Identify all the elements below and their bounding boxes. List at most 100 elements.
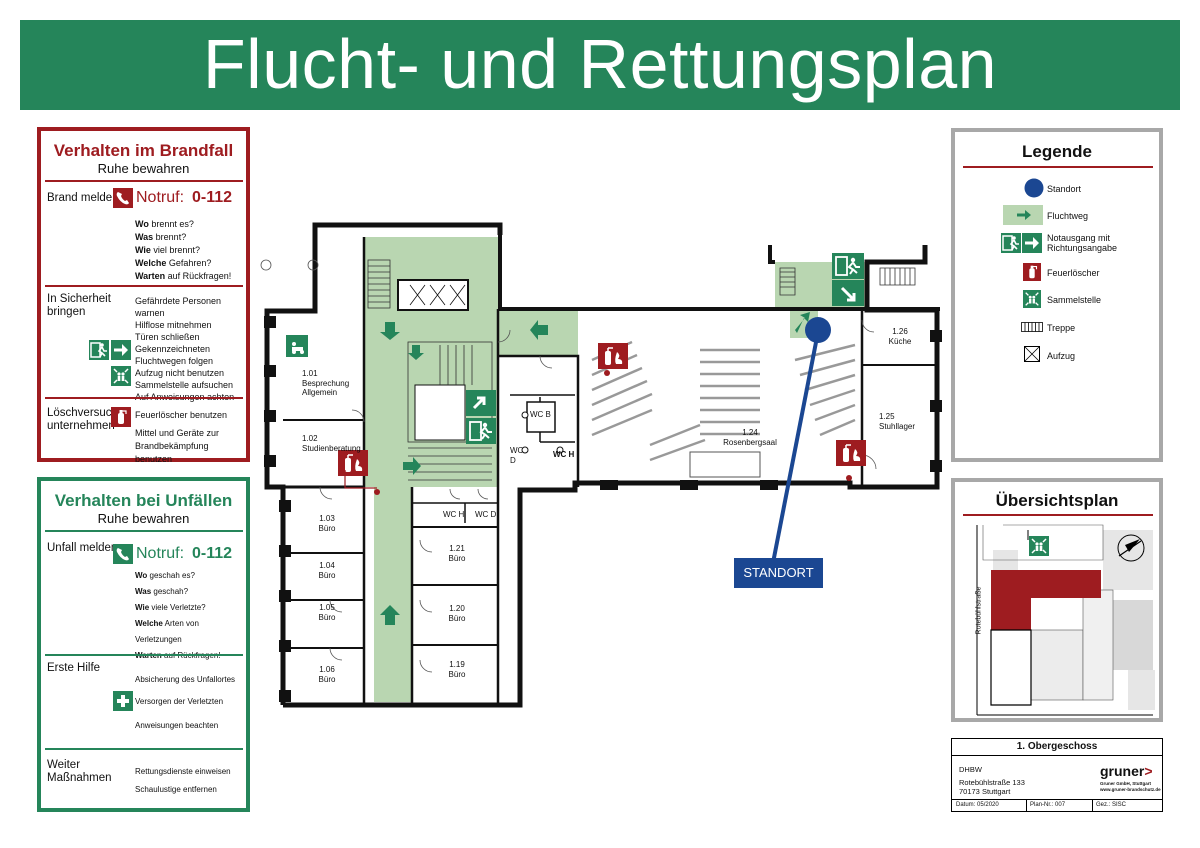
divider <box>963 166 1153 168</box>
further-items: Rettungsdienste einweisen Schaulustige e… <box>135 767 231 794</box>
arrow-down-icon <box>408 345 424 360</box>
divider <box>1092 799 1093 811</box>
brand-logo: gruner> <box>1100 763 1153 779</box>
standort-icon <box>1024 178 1044 198</box>
divider <box>45 748 243 750</box>
question-5: Warten auf Rückfragen! <box>135 271 232 281</box>
wc-label: WC D <box>475 510 497 519</box>
divider <box>1026 799 1027 811</box>
extinguisher-icon <box>836 440 866 466</box>
question-1: Wo brennt es? <box>135 219 194 229</box>
legend-label: Notausgang mit Richtungsangabe <box>1047 233 1118 253</box>
wc-label: WC B <box>530 410 551 419</box>
treppe-icon <box>1021 322 1043 332</box>
extinguish-label: Löschversuch unternehmen <box>47 407 118 432</box>
page-title: Flucht- und Rettungsplan <box>20 20 1180 110</box>
notruf-label: Notruf: <box>136 545 185 562</box>
first-aid-icon <box>113 691 133 711</box>
arrow-right-icon <box>403 457 421 475</box>
further-label: Weiter Maßnahmen <box>47 759 112 784</box>
exit-arrow-diag-icon <box>832 280 864 306</box>
assembly-point-icon <box>286 335 308 357</box>
drawn-field: Gez.: SISC <box>1096 802 1127 808</box>
overview-map <box>963 520 1155 716</box>
title-block: 1. Obergeschoss DHBW Rotebühlstraße 133 … <box>951 738 1163 812</box>
fire-panel-title: Verhalten im Brandfall <box>53 141 234 160</box>
wc-label: WC H <box>443 510 465 519</box>
legend-label: Feuerlöscher <box>1047 268 1100 278</box>
notausgang-icon <box>1001 233 1021 253</box>
plan-signs <box>286 253 866 495</box>
legend-title: Legende <box>1022 142 1092 161</box>
divider <box>952 799 1162 800</box>
exit-icon <box>466 418 496 444</box>
accident-panel-title: Verhalten bei Unfällen <box>54 491 233 510</box>
floor-label: 1. Obergeschoss <box>1016 741 1098 752</box>
legend-label: Fluchtweg <box>1047 211 1089 221</box>
legend-panel: Legende Standort Fluchtweg Notausgang mi… <box>951 128 1163 462</box>
accident-panel-subtitle: Ruhe bewahren <box>97 511 190 526</box>
notruf-number: 0-112 <box>192 189 233 206</box>
assembly-point-icon <box>111 366 131 386</box>
divider <box>963 514 1153 516</box>
safety-items: Gefährdete Personen warnen Hilflose mitn… <box>135 296 234 402</box>
fire-report-label: Brand melden <box>47 192 119 204</box>
exit-icon <box>89 340 109 360</box>
legend-label: Aufzug <box>1047 351 1076 361</box>
stage <box>689 451 761 478</box>
floor-plan <box>260 222 942 708</box>
brand-line-2: www.gruner-brandschutz.de <box>1100 787 1161 792</box>
arrow-down-icon <box>380 322 400 340</box>
question-4: Welche Gefahren? <box>135 258 212 268</box>
phone-icon <box>113 544 133 564</box>
exit-icon <box>832 253 864 279</box>
legend-label: Sammelstelle <box>1047 295 1102 305</box>
legend-label: Standort <box>1047 184 1082 194</box>
standort-callout: STANDORT <box>734 558 823 588</box>
notruf-label: Notruf: <box>136 189 185 206</box>
brand-line-1: Gruner GmbH, Stuttgart <box>1100 781 1152 786</box>
feuerloescher-icon <box>1023 263 1041 281</box>
divider <box>45 180 243 182</box>
fire-instructions-panel: Verhalten im Brandfall Ruhe bewahren Bra… <box>37 127 250 464</box>
first-aid-item-1: Absicherung des Unfallortes <box>135 675 236 684</box>
accident-notruf: Notruf:0-112 <box>136 545 232 563</box>
date-field: Datum: 05/2020 <box>956 802 999 808</box>
wc-label: WC D <box>510 446 524 465</box>
safety-label: In Sicherheit bringen <box>47 293 111 318</box>
extinguish-items: Feuerlöscher benutzen Mittel und Geräte … <box>135 410 228 464</box>
accident-questions: Wo geschah es? Was geschah? Wie viele Ve… <box>135 571 221 660</box>
aufzug-icon <box>1024 346 1040 362</box>
address-line-2: 70173 Stuttgart <box>959 787 1011 796</box>
route-arrows <box>380 312 810 625</box>
arrow-right-icon <box>1022 233 1042 253</box>
wc-label: WC H <box>553 450 575 459</box>
arrow-right-icon <box>111 340 131 360</box>
fluchtweg-arrow-icon <box>1003 205 1043 225</box>
extinguisher-icon <box>111 407 131 427</box>
stairs <box>367 259 916 481</box>
accident-report-label: Unfall melden <box>47 542 118 554</box>
wall-pillars <box>264 316 942 702</box>
standort-marker <box>770 317 831 569</box>
walls <box>264 222 940 708</box>
arrow-left-icon <box>530 320 548 340</box>
arrow-diag-icon <box>795 312 810 333</box>
first-aid-label: Erste Hilfe <box>47 662 101 674</box>
elevator-shaft <box>397 279 469 311</box>
divider <box>952 755 1162 756</box>
legend-label: Treppe <box>1047 323 1076 333</box>
fire-panel-subtitle: Ruhe bewahren <box>97 161 190 176</box>
street-label: Rotebühlstraße <box>975 586 983 635</box>
accident-instructions-panel: Verhalten bei Unfällen Ruhe bewahren Unf… <box>37 477 250 812</box>
